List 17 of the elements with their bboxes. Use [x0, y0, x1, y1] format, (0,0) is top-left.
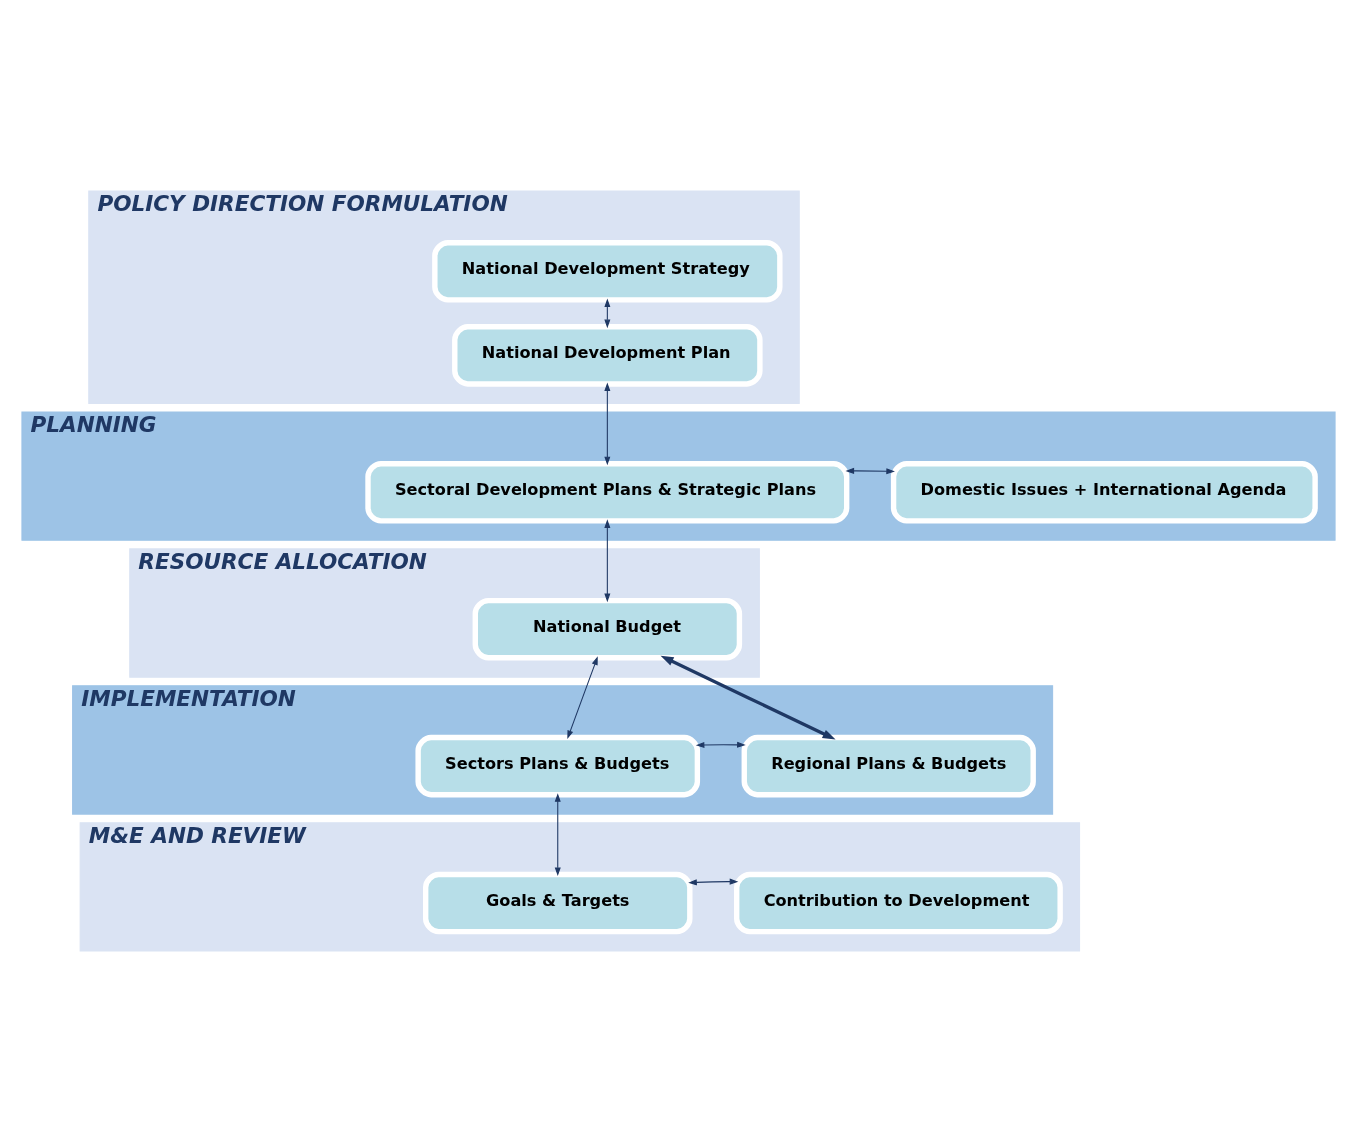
- node-box: Domestic Issues + International Agenda: [890, 461, 1318, 524]
- node-box: National Development Plan: [451, 324, 763, 387]
- arrow: [566, 656, 598, 740]
- node-box: Regional Plans & Budgets: [741, 734, 1036, 798]
- arrow: [554, 793, 561, 877]
- arrow: [695, 741, 746, 748]
- node-box: Contribution to Development: [733, 871, 1063, 935]
- node-box: National Development Strategy: [431, 240, 783, 303]
- node-box: National Budget: [472, 597, 742, 661]
- arrow: [603, 519, 610, 603]
- arrow: [687, 878, 738, 886]
- arrow: [603, 382, 610, 466]
- node-box: Sectoral Development Plans & Strategic Plans: [364, 461, 849, 524]
- arrow: [660, 655, 836, 740]
- arrow: [844, 467, 895, 475]
- node-box: Goals & Targets: [422, 871, 692, 935]
- node-box: Sectors Plans & Budgets: [414, 734, 700, 798]
